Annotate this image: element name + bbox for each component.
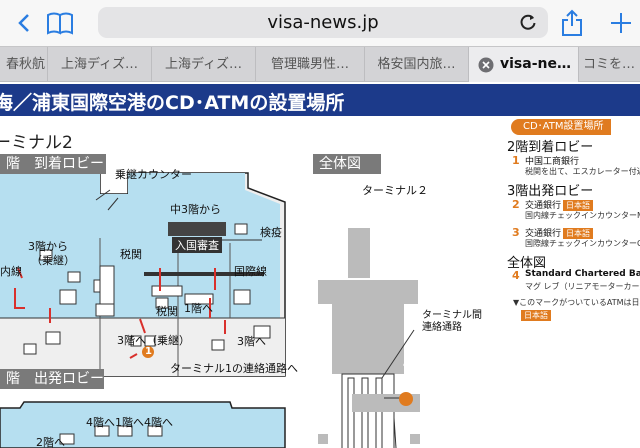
legend-loc-2: 国内線チェックインカウンターMとエスカレーター付 — [525, 211, 640, 220]
to-4f-label-b: 4階へ — [144, 416, 173, 429]
tab-active-label: visa-ne… — [500, 56, 571, 72]
overview-bar: 全体図 — [313, 154, 381, 174]
to-3f-label: 3階へ — [237, 335, 266, 348]
legend-note: ▼このマークがついているATMは日本 — [513, 298, 640, 307]
overview-diagram — [318, 228, 420, 448]
departure-lobby-bar: 階 出発ロビー — [0, 369, 104, 389]
tab-3[interactable]: 上海ディズ… — [152, 47, 256, 82]
tab-4[interactable]: 管理職男性… — [256, 47, 365, 82]
legend-tag: CD･ATM設置場所 — [511, 119, 612, 135]
legend-loc-4: マグ レブ（リニアモーターカー乗り場付近 — [525, 282, 640, 291]
immigration-label: 入国審査 — [172, 237, 222, 253]
tab-strip: 春秋航 上海ディズ… 上海ディズ… 管理職男性… 格安国内旅… visa-ne…… — [0, 46, 640, 82]
atm-marker-1: 1 — [145, 346, 152, 357]
customs-label: 税関 — [120, 248, 142, 261]
to-1f-label: 1階へ — [184, 302, 213, 315]
legend-bank-2: 交通銀行 — [525, 201, 562, 211]
legend-bank-4: Standard Chartered Bank — [525, 269, 640, 279]
jp-badge-3: 日本語 — [563, 228, 594, 239]
quarantine-label: 検疫 — [260, 226, 282, 239]
legend-num-2: 2 — [512, 198, 520, 211]
from-3f-transfer-label: 3階から — [28, 240, 68, 253]
to-4f-label-a: 4階へ — [86, 416, 115, 429]
tab-7[interactable]: コミを… — [583, 57, 636, 72]
close-tab-icon[interactable] — [478, 57, 494, 73]
legend-bank-3: 交通銀行 — [525, 229, 562, 239]
back-icon[interactable] — [10, 8, 40, 38]
legend-bank-1: 中国工商銀行 — [525, 157, 580, 167]
legend-note-badge-row: 日本語 — [519, 310, 551, 321]
bookmarks-icon[interactable] — [45, 8, 75, 38]
connector-label-1: ターミナル間 — [422, 310, 482, 321]
legend-num-1: 1 — [512, 154, 520, 167]
departure-floor-plan — [0, 401, 286, 448]
legend-departure-head: 3階出発ロビー — [507, 184, 594, 199]
address-bar[interactable]: visa-news.jp — [98, 7, 548, 38]
from-3f-label: 中3階から — [170, 203, 221, 216]
tab-2[interactable]: 上海ディズ… — [48, 47, 152, 82]
arrival-floor-plan — [0, 172, 286, 377]
page-banner: 海／浦東国際空港のCD･ATMの設置場所 — [0, 84, 640, 116]
jp-badge-note: 日本語 — [521, 310, 551, 321]
legend-loc-3: 国際線チェックインカウンターG付近 — [525, 239, 640, 248]
airport-map — [0, 172, 420, 448]
url-text: visa-news.jp — [267, 12, 379, 33]
legend-loc-1: 税関を出て、エスカレーター付近 — [525, 167, 640, 176]
legend-arrival-head: 2階到着ロビー — [507, 140, 594, 155]
tab-5[interactable]: 格安国内旅… — [365, 47, 469, 82]
legend-bank-2-row: 交通銀行日本語 — [525, 198, 594, 211]
jp-badge-2: 日本語 — [563, 200, 594, 211]
domestic-label: 内線 — [0, 265, 22, 278]
transit-counter-label: 乗継カウンター — [115, 168, 192, 181]
atm-marker-4: 4 — [403, 359, 410, 370]
share-icon[interactable] — [557, 8, 587, 38]
to-terminal1-label: ターミナル1の連絡通路へ — [170, 362, 298, 375]
legend-num-3: 3 — [512, 226, 520, 239]
tab-1[interactable]: 春秋航 — [0, 47, 48, 82]
tab-active[interactable]: visa-ne… — [469, 47, 579, 82]
to-3f-transfer-label: 3階へ（乗継） — [117, 334, 190, 347]
terminal2-overview-label: ターミナル２ — [362, 184, 428, 197]
web-page: 海／浦東国際空港のCD･ATMの設置場所 ーミナル2 — [0, 82, 640, 448]
to-1f-label-b: 1階へ — [115, 416, 144, 429]
international-label: 国際線 — [234, 265, 267, 278]
legend-overview-head: 全体図 — [507, 256, 547, 271]
customs2-label: 税関 — [156, 305, 178, 318]
terminal-title: ーミナル2 — [0, 133, 73, 153]
to-2f-label: 2階へ — [36, 436, 65, 448]
reload-icon[interactable] — [518, 12, 538, 32]
from-3f-transfer-label-2: （乗継） — [31, 254, 75, 267]
browser-toolbar: visa-news.jp — [0, 0, 640, 46]
arrival-lobby-bar: 階 到着ロビー — [0, 154, 106, 174]
connector-label-2: 連絡通路 — [422, 322, 462, 333]
legend-bank-3-row: 交通銀行日本語 — [525, 226, 594, 239]
new-tab-icon[interactable] — [606, 8, 636, 38]
page-title: 海／浦東国際空港のCD･ATMの設置場所 — [0, 92, 345, 114]
legend-num-4: 4 — [512, 269, 520, 282]
